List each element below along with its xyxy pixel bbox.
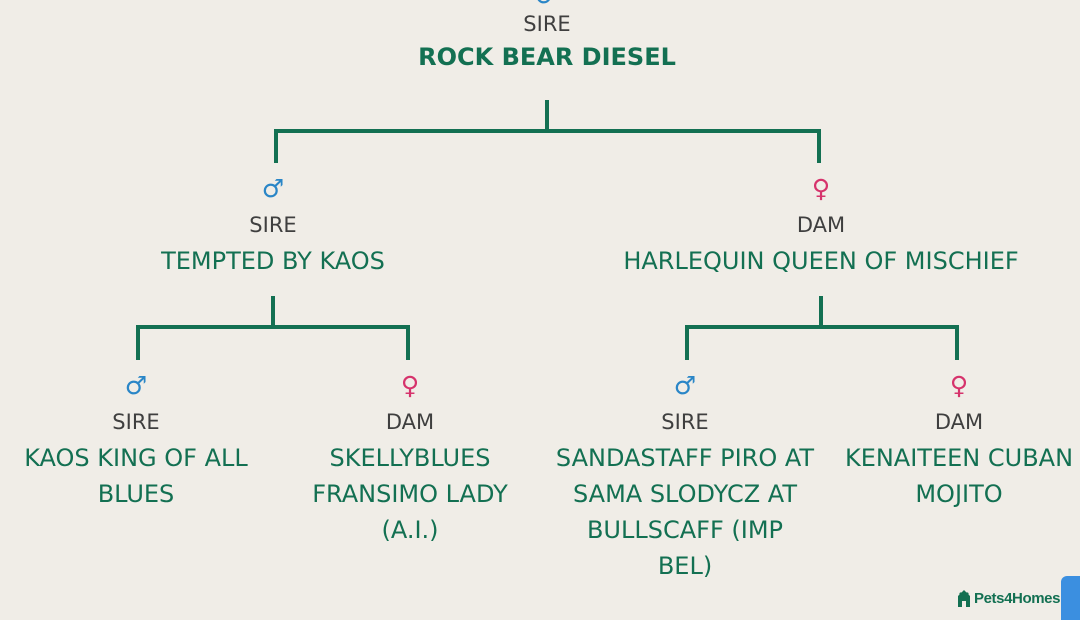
male-icon: ♂	[535, 0, 557, 8]
parent-node-dam: ♀ DAM HARLEQUIN QUEEN OF MISCHIEF	[623, 176, 1018, 279]
root-role-label: SIRE	[523, 12, 571, 36]
grandparent-role-label: DAM	[934, 410, 984, 434]
name-line: BLUES	[97, 480, 175, 508]
female-icon: ♀	[400, 371, 420, 400]
name-line: KAOS KING OF ALL	[24, 444, 248, 472]
grandparent-node-sire-dam: ♀ DAM SKELLYBLUES FRANSIMO LADY (A.I.)	[290, 373, 530, 548]
name-line: SKELLYBLUES	[329, 444, 491, 472]
male-icon: ♂	[673, 371, 697, 400]
pets4homes-logo-icon	[958, 590, 970, 607]
grandparent-node-dam-sire: ♂ SIRE SANDASTAFF PIRO AT SAMA SLODYCZ A…	[555, 373, 815, 584]
parent-name: HARLEQUIN QUEEN OF MISCHIEF	[623, 247, 1019, 275]
parent-role-label: SIRE	[249, 213, 297, 237]
name-line: MOJITO	[915, 480, 1003, 508]
name-line: BEL)	[657, 552, 713, 580]
grandparent-name: SKELLYBLUES FRANSIMO LADY (A.I.)	[290, 440, 530, 548]
male-icon: ♂	[261, 174, 285, 203]
name-line: (A.I.)	[381, 516, 439, 544]
female-icon: ♀	[949, 371, 969, 400]
male-icon: ♂	[124, 371, 148, 400]
grandparent-node-dam-dam: ♀ DAM KENAITEEN CUBAN MOJITO	[839, 373, 1079, 512]
pets4homes-brand: Pets4Homes	[956, 588, 1060, 608]
parent-name: TEMPTED BY KAOS	[161, 247, 385, 275]
grandparent-role-label: DAM	[385, 410, 435, 434]
name-line: SAMA SLODYCZ AT	[572, 480, 798, 508]
parent-node-sire: ♂ SIRE TEMPTED BY KAOS	[161, 176, 385, 279]
corner-widget-tab[interactable]	[1061, 576, 1080, 620]
brand-name: Pets4Homes	[974, 589, 1061, 607]
root-node: SIRE ROCK BEAR DIESEL	[418, 7, 676, 75]
name-line: KENAITEEN CUBAN	[844, 444, 1074, 472]
grandparent-name: KAOS KING OF ALL BLUES	[16, 440, 256, 512]
grandparent-node-sire-sire: ♂ SIRE KAOS KING OF ALL BLUES	[16, 373, 256, 512]
grandparent-name: KENAITEEN CUBAN MOJITO	[839, 440, 1079, 512]
grandparent-role-label: SIRE	[112, 410, 160, 434]
grandparent-role-label: SIRE	[661, 410, 709, 434]
name-line: BULLSCAFF (IMP	[586, 516, 784, 544]
name-line: SANDASTAFF PIRO AT	[555, 444, 815, 472]
female-icon: ♀	[811, 174, 831, 203]
parent-role-label: DAM	[796, 213, 846, 237]
root-name: ROCK BEAR DIESEL	[418, 43, 676, 71]
grandparent-name: SANDASTAFF PIRO AT SAMA SLODYCZ AT BULLS…	[555, 440, 815, 584]
name-line: FRANSIMO LADY	[312, 480, 508, 508]
